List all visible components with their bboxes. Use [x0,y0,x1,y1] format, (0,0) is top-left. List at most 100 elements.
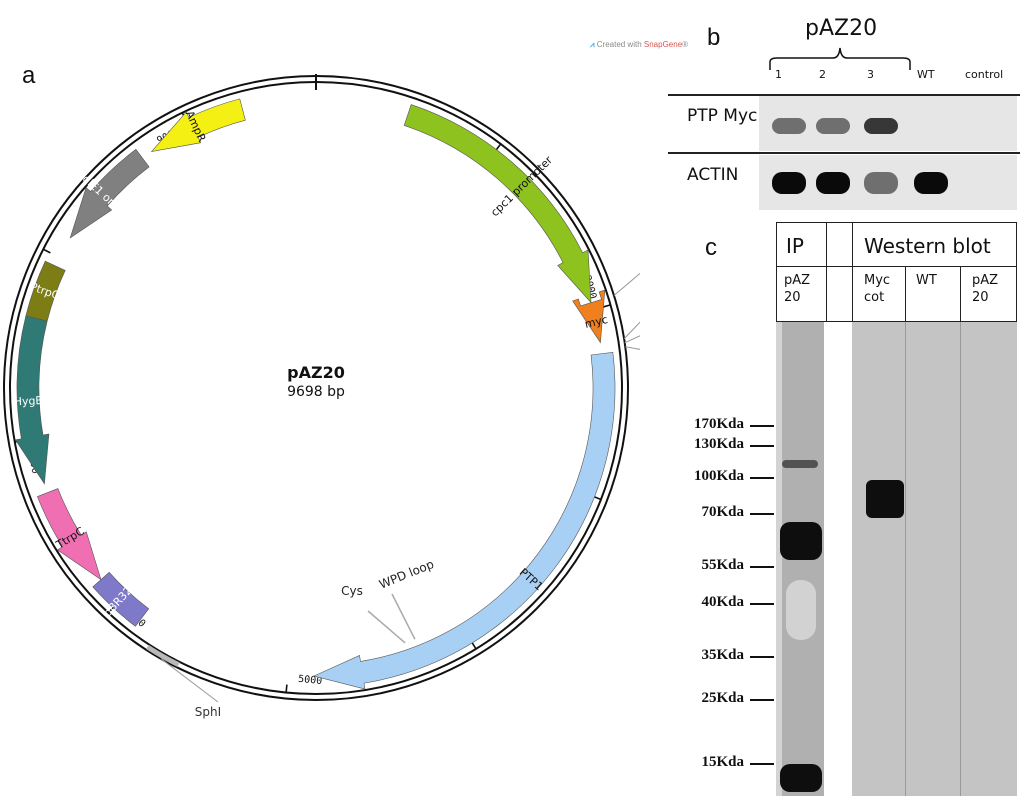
snapgene-logo-icon: ⩘ [590,40,595,49]
blot-c-membrane-ip [776,322,824,796]
position-tick-6000 [107,606,115,614]
blot-c-lane-divider-2 [960,322,961,796]
panel-label-b: b [707,24,721,51]
marker-tick-170kda [750,425,774,427]
marker-tick-25kda [750,699,774,701]
blot-b-membrane-ptp-myc [759,96,1017,151]
site-line-apai-3 [624,335,640,344]
blot-b-divider-middle [668,152,1020,154]
marker-tick-100kda [750,477,774,479]
blot-c-ip-smear [786,580,816,640]
marker-label-100kda: 100Kda [693,468,744,484]
blot-c-lane-divider-1 [905,322,906,796]
marker-label-35kda: 35Kda [701,647,744,663]
marker-label-15kda: 15Kda [701,754,744,770]
snapgene-credit-brand: SnapGene [643,40,683,49]
blot-c-header [776,222,1017,322]
blot-b-divider-top [668,94,1020,96]
snapgene-credit: ⩘ Created with SnapGene® [590,40,688,50]
feature-ttrpc [37,488,102,581]
site-label-sphi-5: SphI [195,705,221,719]
site-line-bstbi-2 [623,321,640,340]
panel-label-c: c [705,234,717,261]
blot-c-col-divider-3 [905,266,906,322]
blot-b-band-ptp-myc-3 [864,118,898,134]
blot-b-row-label-ptp-myc: PTP Myc [687,106,758,126]
blot-c-col-divider-1 [826,222,827,322]
feature-ptp1 [313,352,616,690]
blot-c-lane-label-4: pAZ 20 [972,273,999,305]
annotation-label-wpd-loop: WPD loop [377,557,436,592]
blot-b-band-ptp-myc-1 [772,118,806,134]
marker-label-25kda: 25Kda [701,690,744,706]
marker-tick-15kda [750,763,774,765]
band-ip-100kda [782,460,818,468]
annotation-line-wpd-loop [391,593,416,640]
band-ip-25kda [780,764,822,792]
blot-c-col-divider-4 [960,266,961,322]
marker-label-70kda: 70Kda [701,504,744,520]
band-ip-55kda [780,522,822,560]
blot-b-group-brace [769,47,911,70]
plasmid-map: 100020003000400050006000700080009000cpc1… [3,74,640,719]
plasmid-name: pAZ20 [287,363,345,382]
blot-c-lane-label-1: pAZ 20 [784,273,811,305]
marker-label-130kda: 130Kda [693,436,744,452]
band-myc-cot-70kda [866,480,904,518]
feature-cole1-origin [69,148,150,239]
blot-b-lane-label-1: 1 [775,68,782,81]
feature-myc [572,289,606,344]
position-tick-1000 [495,143,502,151]
annotation-label-cys: Cys [341,584,363,598]
marker-tick-130kda [750,445,774,447]
blot-b-band-ptp-myc-2 [816,118,850,134]
feature-label-hygb: HygB [13,394,43,408]
site-line-bstbi-4 [625,346,640,350]
marker-tick-35kda [750,656,774,658]
feature-ampr [150,98,246,153]
annotation-line-cys [367,610,406,644]
blot-b-band-actin-3 [864,172,898,194]
position-tick-5000 [285,684,288,693]
blot-b-lane-label-5: control [965,68,1004,81]
blot-b-membrane-actin [759,155,1017,210]
blot-c: IP Western blot pAZ 20 Myc cot WT pAZ 20 [776,222,1018,796]
blot-c-col-divider-2 [852,222,853,322]
position-tick-2000 [602,304,611,308]
blot-b-band-actin-4 [914,172,948,194]
marker-label-170kda: 170Kda [693,416,744,432]
marker-tick-55kda [750,566,774,568]
panel-label-a: a [22,62,36,89]
marker-label-40kda: 40Kda [701,594,744,610]
feature-ptrpc [25,260,66,322]
site-line-sphi-5 [160,658,219,703]
backbone-region-sphi [146,644,180,668]
marker-tick-40kda [750,603,774,605]
blot-c-membrane-western [852,322,1017,796]
snapgene-credit-suffix: ® [682,40,689,49]
position-tick-4000 [471,641,477,650]
feature-label-myc: myc [584,313,610,331]
blot-b: pAZ20 1 2 3 WT control PTP Myc ACTIN [665,10,1024,210]
blot-c-spacer [826,322,852,796]
blot-b-band-actin-2 [816,172,850,194]
blot-c-header-ip: IP [786,234,804,258]
site-line-bstbi-1 [613,272,640,296]
position-tick-8000 [42,248,51,254]
blot-b-band-actin-1 [772,172,806,194]
snapgene-credit-prefix: Created with [596,40,644,49]
blot-b-lane-label-2: 2 [819,68,826,81]
blot-c-header-divider [776,266,1017,267]
plasmid-size: 9698 bp [287,384,345,400]
blot-c-lane-label-3: WT [916,273,937,288]
blot-c-lane-label-2: Myc cot [864,273,891,305]
position-label-5000: 5000 [298,674,323,687]
blot-c-membrane-ip-edge [776,322,782,796]
marker-label-55kda: 55Kda [701,557,744,573]
blot-b-lane-label-4: WT [917,68,935,81]
marker-tick-70kda [750,513,774,515]
blot-b-row-label-actin: ACTIN [687,165,739,185]
blot-b-lane-label-3: 3 [867,68,874,81]
blot-c-header-western: Western blot [864,234,991,258]
blot-b-group-label: pAZ20 [805,16,878,41]
